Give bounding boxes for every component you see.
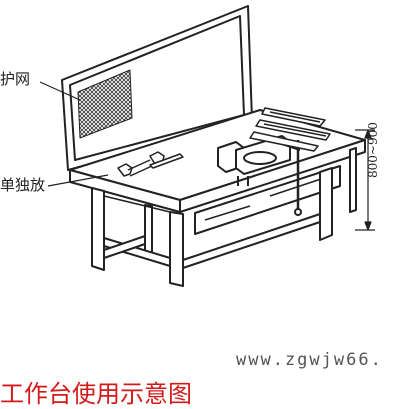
wrench-tool	[117, 151, 165, 177]
net-label: 护网	[0, 70, 31, 88]
lower-shelf-right	[182, 213, 321, 269]
workbench-diagram	[39, 5, 375, 287]
watermark-url: www.zgwjw66.	[236, 350, 383, 370]
bench-vise	[217, 135, 302, 216]
lower-frame-left-side	[103, 235, 146, 259]
tabletop-side-edge	[179, 139, 366, 213]
left-leg-mid	[169, 211, 184, 287]
net-leader-line	[39, 81, 81, 101]
right-leg-back	[349, 147, 357, 213]
workbench-illustration	[39, 5, 375, 287]
protective-mesh	[77, 69, 133, 139]
file-tool	[149, 153, 184, 169]
left-leg-back	[144, 204, 153, 256]
drawer-front	[194, 165, 341, 235]
tools-separate-label: 单独放	[0, 176, 46, 194]
tool-rack	[249, 107, 331, 152]
height-dimension-line	[355, 129, 375, 231]
tools-leader-line	[47, 174, 109, 187]
right-leg-front	[319, 167, 333, 241]
left-leg-front	[91, 187, 105, 271]
figure-caption: 工作台使用示意图	[0, 380, 192, 408]
height-range-label: 800~900	[366, 122, 380, 178]
